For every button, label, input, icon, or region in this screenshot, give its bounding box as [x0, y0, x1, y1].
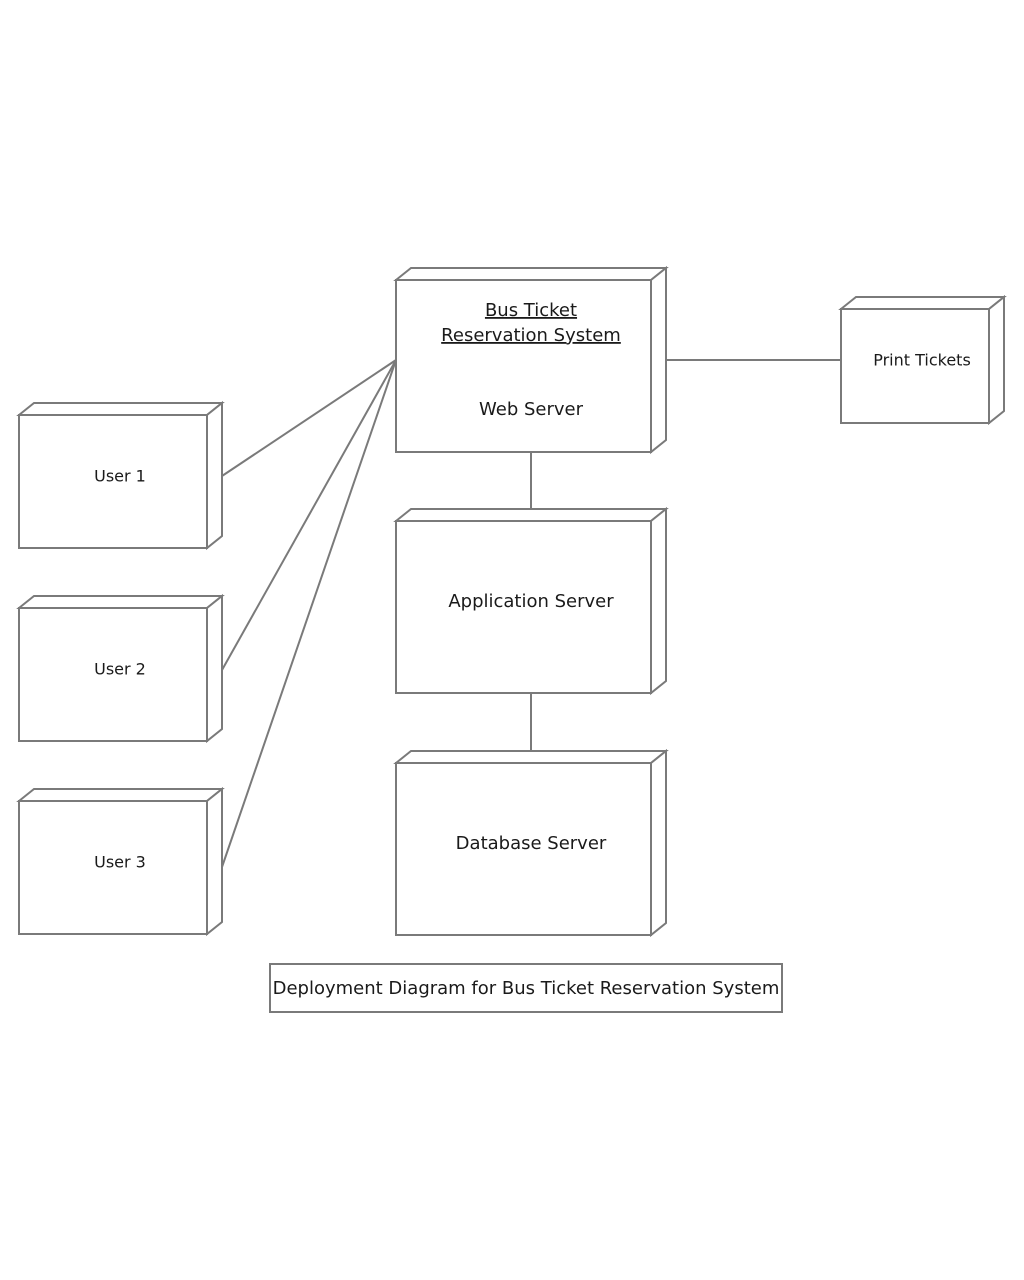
node-application-server[interactable]: Application Server — [393, 506, 669, 696]
node-user-3[interactable]: User 3 — [16, 786, 225, 937]
user-2-label: User 2 — [94, 660, 146, 679]
web-server-title-line2: Reservation System — [441, 325, 621, 346]
node-web-server[interactable]: Bus Ticket Reservation System Web Server — [393, 265, 669, 455]
node-user-1[interactable]: User 1 — [16, 400, 225, 551]
print-tickets-label: Print Tickets — [873, 351, 971, 370]
database-server-label: Database Server — [456, 833, 607, 854]
connections — [221, 359, 841, 868]
node-print-tickets[interactable]: Print Tickets — [838, 294, 1007, 426]
caption-text: Deployment Diagram for Bus Ticket Reserv… — [273, 978, 780, 999]
user-1-label: User 1 — [94, 467, 146, 486]
edge-user2-webserver — [221, 359, 397, 671]
web-server-title-line1: Bus Ticket — [485, 300, 577, 321]
node-user-2[interactable]: User 2 — [16, 593, 225, 744]
web-server-label: Web Server — [479, 399, 584, 420]
diagram-caption: Deployment Diagram for Bus Ticket Reserv… — [269, 963, 783, 1013]
edge-user1-webserver — [221, 359, 397, 477]
edge-user3-webserver — [221, 359, 397, 868]
application-server-label: Application Server — [448, 591, 614, 612]
user-3-label: User 3 — [94, 853, 146, 872]
node-database-server[interactable]: Database Server — [393, 748, 669, 938]
